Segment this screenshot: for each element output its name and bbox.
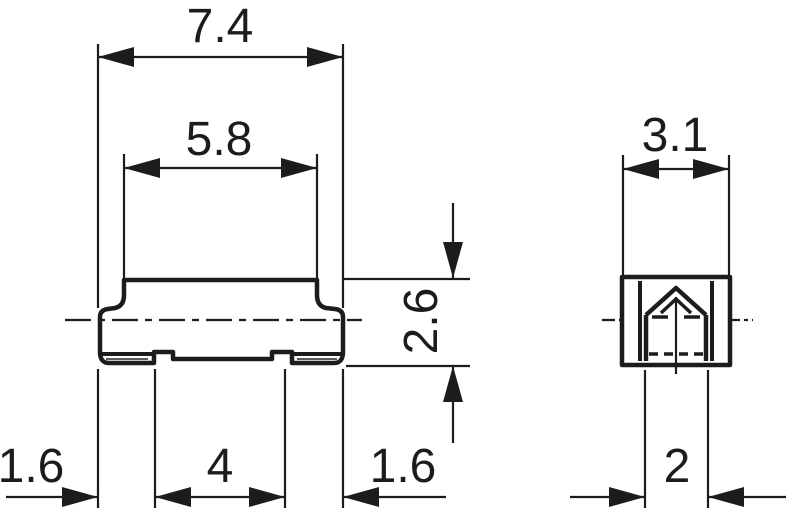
dim-label-front-right-terminal: 1.6: [370, 440, 437, 493]
arrowhead-up: [443, 366, 463, 402]
dimension-front-height: 2.6: [343, 203, 470, 443]
dimension-side-depth: 3.1: [621, 109, 731, 276]
dimension-front-terminals: 1.6 4 1.6: [0, 369, 446, 508]
dim-label-side-depth: 3.1: [642, 109, 709, 162]
dim-label-front-center-terminal: 4: [207, 440, 234, 493]
arrowhead-left: [623, 159, 659, 179]
front-body-outline: [97, 277, 346, 366]
arrowhead-left: [124, 158, 160, 178]
side-view: [602, 274, 753, 374]
dim-label-front-overall-width: 7.4: [187, 0, 254, 53]
dim-label-front-left-terminal: 1.6: [0, 440, 64, 493]
arrowhead-left: [343, 487, 379, 507]
dim-label-front-height: 2.6: [395, 288, 448, 355]
dim-label-front-lid-width: 5.8: [186, 113, 253, 166]
arrowhead-left: [98, 47, 134, 67]
front-view: [65, 277, 362, 366]
arrowhead-right: [62, 487, 98, 507]
dim-label-side-terminal: 2: [664, 440, 691, 493]
dimension-front-lid-width: 5.8: [122, 113, 319, 278]
arrowhead-down: [443, 242, 463, 278]
arrowhead-left: [155, 487, 191, 507]
arrowhead-right: [249, 487, 285, 507]
dimension-side-terminal: 2: [570, 370, 786, 508]
dimension-front-overall-width: 7.4: [96, 0, 345, 308]
arrowhead-left: [708, 487, 744, 507]
arrowhead-right: [281, 158, 317, 178]
arrowhead-right: [693, 159, 729, 179]
arrowhead-right: [307, 47, 343, 67]
arrowhead-right: [609, 487, 645, 507]
